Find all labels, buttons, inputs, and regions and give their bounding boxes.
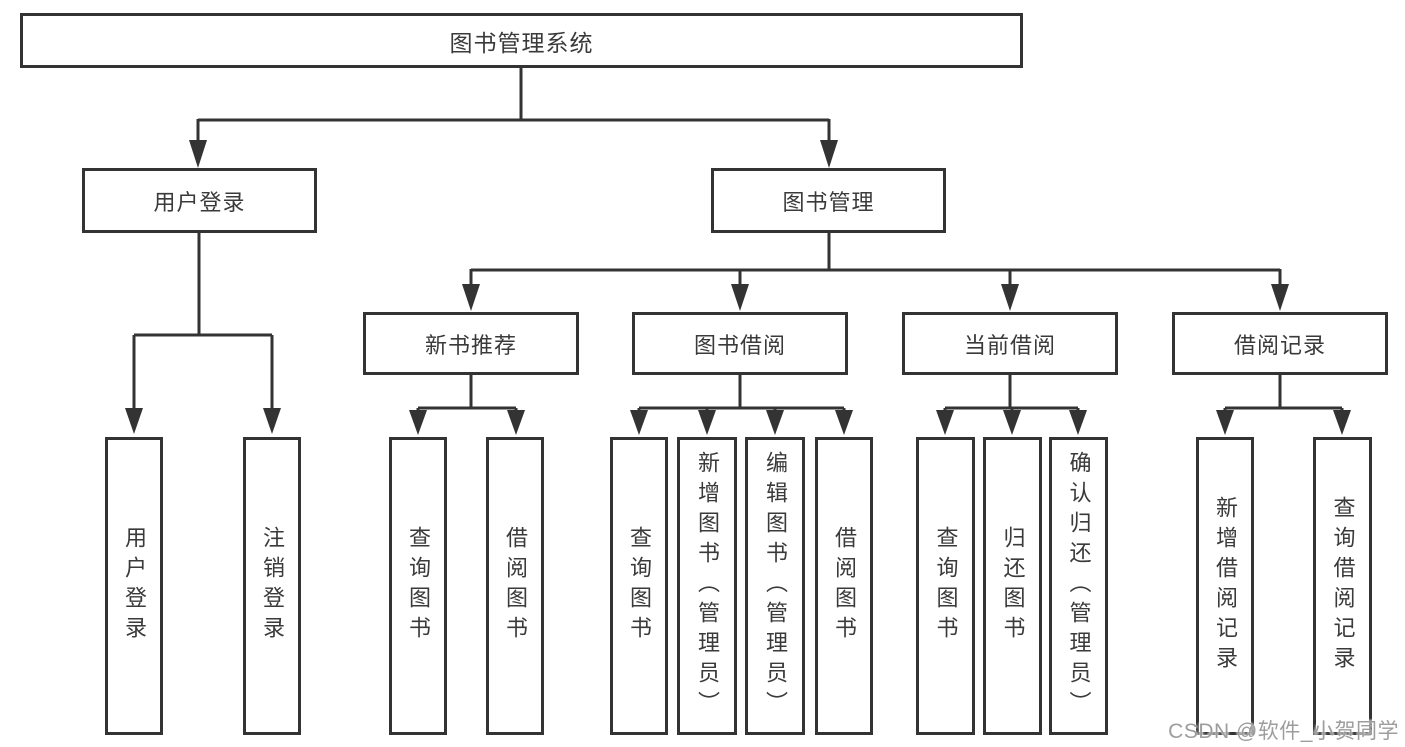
leaf-confirm-return-admin-label: 确认归还（管理员） <box>1066 451 1092 721</box>
leaf-query-borrow-record-label: 查询借阅记录 <box>1330 496 1356 676</box>
leaf-newbook-borrow-books: 借阅图书 <box>486 437 544 735</box>
csdn-watermark: CSDN @软件_小贺同学 <box>1168 720 1399 743</box>
node-user-login-label: 用户登录 <box>153 189 246 215</box>
leaf-add-borrow-record-label: 新增借阅记录 <box>1213 496 1238 676</box>
leaf-borrow-query-books: 查询图书 <box>610 437 668 735</box>
node-library-system-label: 图书管理系统 <box>449 29 594 56</box>
node-book-borrow: 图书借阅 <box>632 312 848 375</box>
node-new-book-recommend: 新书推荐 <box>363 312 579 375</box>
node-book-management-label: 图书管理 <box>782 189 875 215</box>
leaf-user-login-label: 用户登录 <box>122 526 147 646</box>
node-new-book-recommend-label: 新书推荐 <box>424 332 517 358</box>
leaf-borrow-borrow-books: 借阅图书 <box>815 437 873 735</box>
leaf-logout: 注销登录 <box>243 437 301 735</box>
leaf-borrow-borrow-books-label: 借阅图书 <box>832 526 857 646</box>
leaf-edit-books-admin: 编辑图书（管理员） <box>745 437 805 735</box>
leaf-query-borrow-record: 查询借阅记录 <box>1313 437 1372 735</box>
node-borrow-records: 借阅记录 <box>1172 312 1388 375</box>
leaf-add-borrow-record: 新增借阅记录 <box>1196 437 1254 735</box>
node-library-system: 图书管理系统 <box>20 13 1023 68</box>
leaf-edit-books-admin-label: 编辑图书（管理员） <box>763 451 788 721</box>
leaf-logout-label: 注销登录 <box>260 526 285 646</box>
node-user-login: 用户登录 <box>82 168 317 233</box>
leaf-user-login: 用户登录 <box>105 437 163 735</box>
leaf-confirm-return-admin: 确认归还（管理员） <box>1049 437 1108 735</box>
leaf-add-books-admin-label: 新增图书（管理员） <box>695 451 720 721</box>
leaf-return-books: 归还图书 <box>983 437 1042 735</box>
leaf-newbook-query-books-label: 查询图书 <box>406 526 431 646</box>
leaf-newbook-borrow-books-label: 借阅图书 <box>503 526 528 646</box>
leaf-return-books-label: 归还图书 <box>1000 526 1026 646</box>
node-book-borrow-label: 图书借阅 <box>693 332 786 358</box>
node-borrow-records-label: 借阅记录 <box>1233 332 1326 358</box>
leaf-newbook-query-books: 查询图书 <box>389 437 447 735</box>
node-current-borrow: 当前借阅 <box>902 312 1118 375</box>
leaf-borrow-query-books-label: 查询图书 <box>627 526 652 646</box>
leaf-current-query-books-label: 查询图书 <box>933 526 959 646</box>
leaf-current-query-books: 查询图书 <box>916 437 975 735</box>
leaf-add-books-admin: 新增图书（管理员） <box>677 437 737 735</box>
node-book-management: 图书管理 <box>711 168 946 233</box>
node-current-borrow-label: 当前借阅 <box>963 332 1056 358</box>
